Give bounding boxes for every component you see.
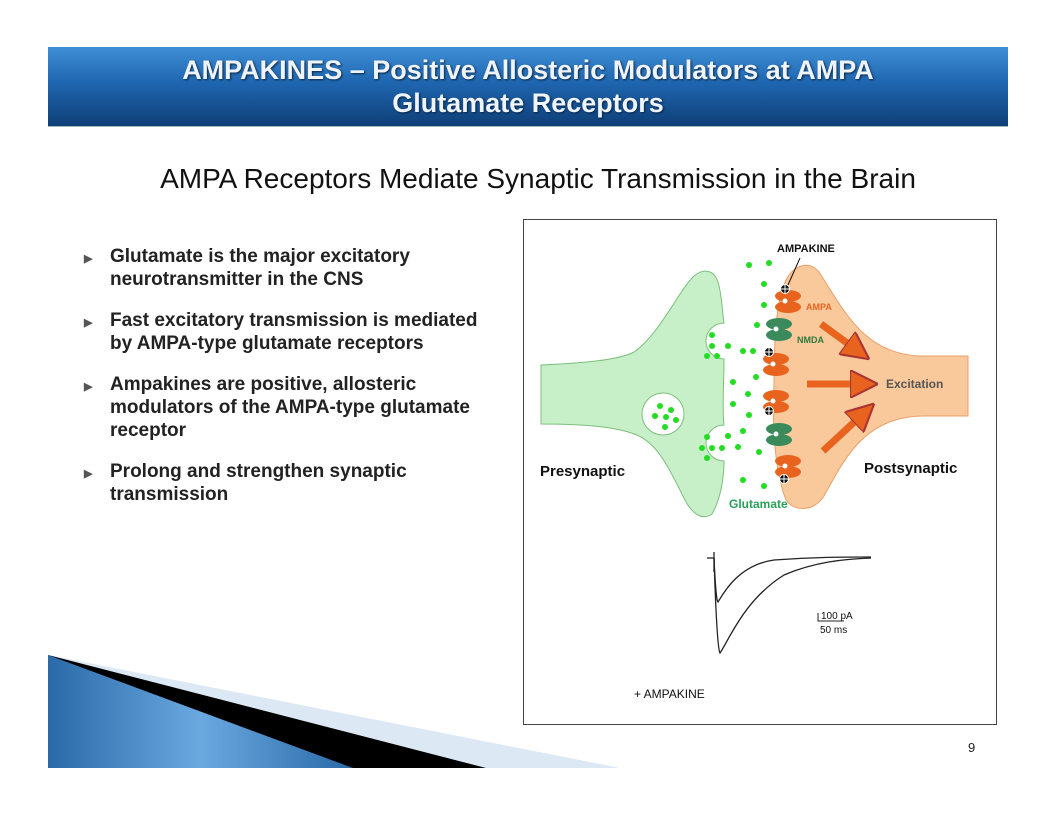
bullet-arrow-icon: ▶ [84, 253, 93, 265]
scale-current-label: 100 pA [821, 611, 853, 622]
excitation-arrows [807, 321, 864, 454]
slide-title-line1: AMPAKINES – Positive Allosteric Modulato… [182, 55, 874, 85]
nmda-receptor-icon [766, 318, 792, 341]
ampa-label: AMPA [806, 302, 832, 312]
bullet-text: Prolong and strengthen synaptic transmis… [110, 461, 407, 505]
decorative-swoosh [48, 655, 620, 768]
bullet-arrow-icon: ▶ [84, 381, 93, 393]
bullet-item: ▶ Fast excitatory transmission is mediate… [80, 309, 500, 355]
bullet-text: Fast excitatory transmission is mediated… [110, 310, 478, 354]
scale-time-label: 50 ms [820, 625, 847, 636]
ampakine-molecule-icons [764, 284, 790, 484]
ampa-receptor-icon [775, 290, 801, 313]
ampakine-label: AMPAKINE [777, 243, 835, 255]
postsynaptic-label: Postsynaptic [864, 460, 957, 477]
bullet-text: Ampakines are positive, allosteric modul… [110, 374, 470, 441]
synapse-diagram: AMPAKINE AMPA NMDA Excitation Presynapti… [540, 243, 969, 701]
trace-label: + AMPAKINE [634, 687, 705, 701]
nmda-label: NMDA [797, 335, 824, 345]
slide-title-banner: AMPAKINES – Positive Allosteric Modulato… [48, 47, 1008, 127]
bullet-arrow-icon: ▶ [84, 317, 93, 329]
page-number: 9 [968, 740, 976, 755]
nmda-receptor-icon [766, 423, 792, 446]
excitation-label: Excitation [886, 377, 943, 391]
slide-subtitle: AMPA Receptors Mediate Synaptic Transmis… [160, 163, 916, 194]
glutamate-molecules [652, 260, 772, 489]
bullet-item: ▶ Glutamate is the major excitatory neuro… [80, 245, 500, 291]
bullet-item: ▶ Ampakines are positive, allosteric modu… [80, 373, 500, 442]
presynaptic-terminal [540, 270, 725, 518]
synapse-figure: AMPAKINE AMPA NMDA Excitation Presynapti… [523, 219, 997, 725]
presynaptic-label: Presynaptic [540, 463, 625, 480]
glutamate-label: Glutamate [729, 497, 788, 511]
bullet-text: Glutamate is the major excitatory neurot… [110, 246, 410, 290]
ampakine-pointer-line [787, 257, 801, 286]
epsc-traces [707, 552, 872, 655]
ampa-receptor-icon [763, 390, 789, 413]
synaptic-vesicle [641, 392, 685, 436]
slide-title-line2: Glutamate Receptors [392, 88, 664, 118]
bullet-arrow-icon: ▶ [84, 468, 93, 480]
bullet-list: ▶ Glutamate is the major excitatory neuro… [80, 245, 500, 524]
bullet-item: ▶ Prolong and strengthen synaptic transmi… [80, 460, 500, 506]
